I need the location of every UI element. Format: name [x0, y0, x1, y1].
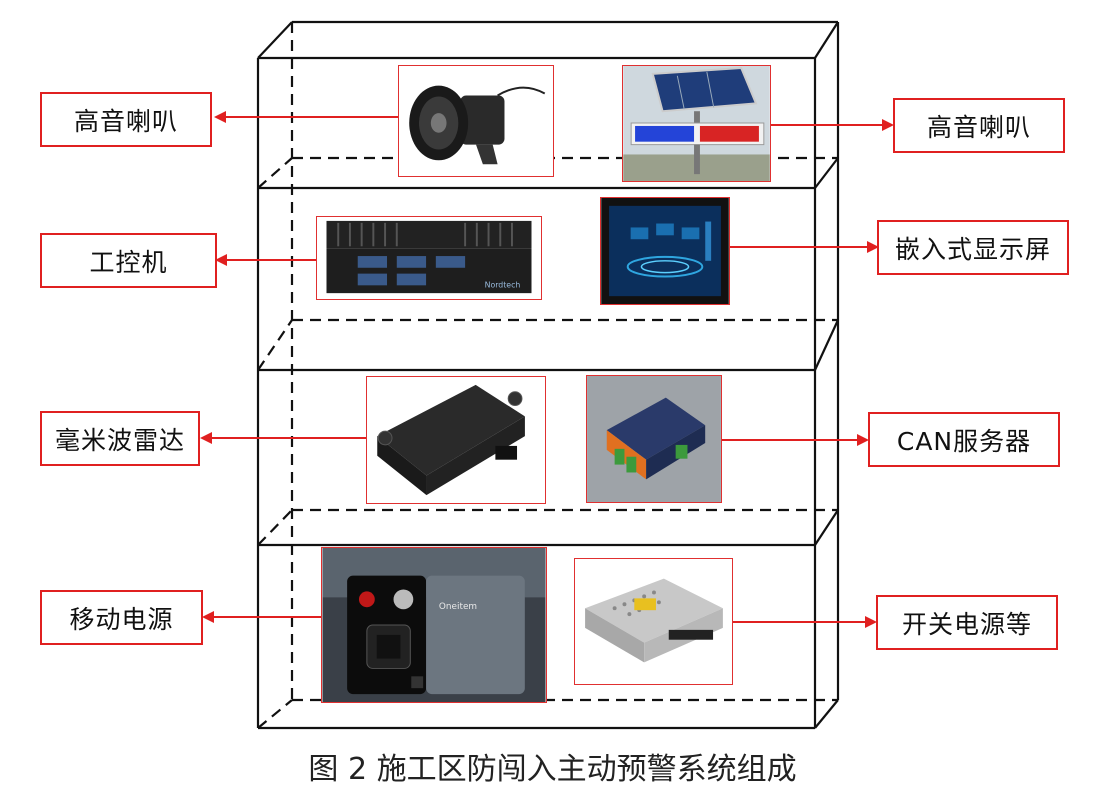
photo-switching-power [574, 558, 733, 685]
label-can-server: CAN服务器 [868, 412, 1060, 467]
label-switching-power: 开关电源等 [876, 595, 1058, 650]
power-brand-text: Oneitem [439, 602, 477, 612]
label-horn-speaker-right: 高音喇叭 [893, 98, 1065, 153]
label-mmwave-radar: 毫米波雷达 [40, 411, 200, 466]
photo-embedded-display [600, 197, 730, 305]
ipc-brand-text: Nordtech [485, 280, 521, 289]
photo-mmwave-radar [366, 376, 546, 504]
label-embedded-display: 嵌入式显示屏 [877, 220, 1069, 275]
photo-solar-warning-light [622, 65, 771, 182]
photo-can-server [586, 375, 722, 503]
figure-caption: 图 2 施工区防闯入主动预警系统组成 [308, 752, 797, 787]
label-horn-speaker-left: 高音喇叭 [40, 92, 212, 147]
photo-mobile-power: Oneitem [321, 547, 547, 703]
photo-industrial-pc: Nordtech [316, 216, 542, 300]
label-mobile-power: 移动电源 [40, 590, 203, 645]
photo-horn-speaker [398, 65, 554, 177]
label-industrial-pc: 工控机 [40, 233, 217, 288]
